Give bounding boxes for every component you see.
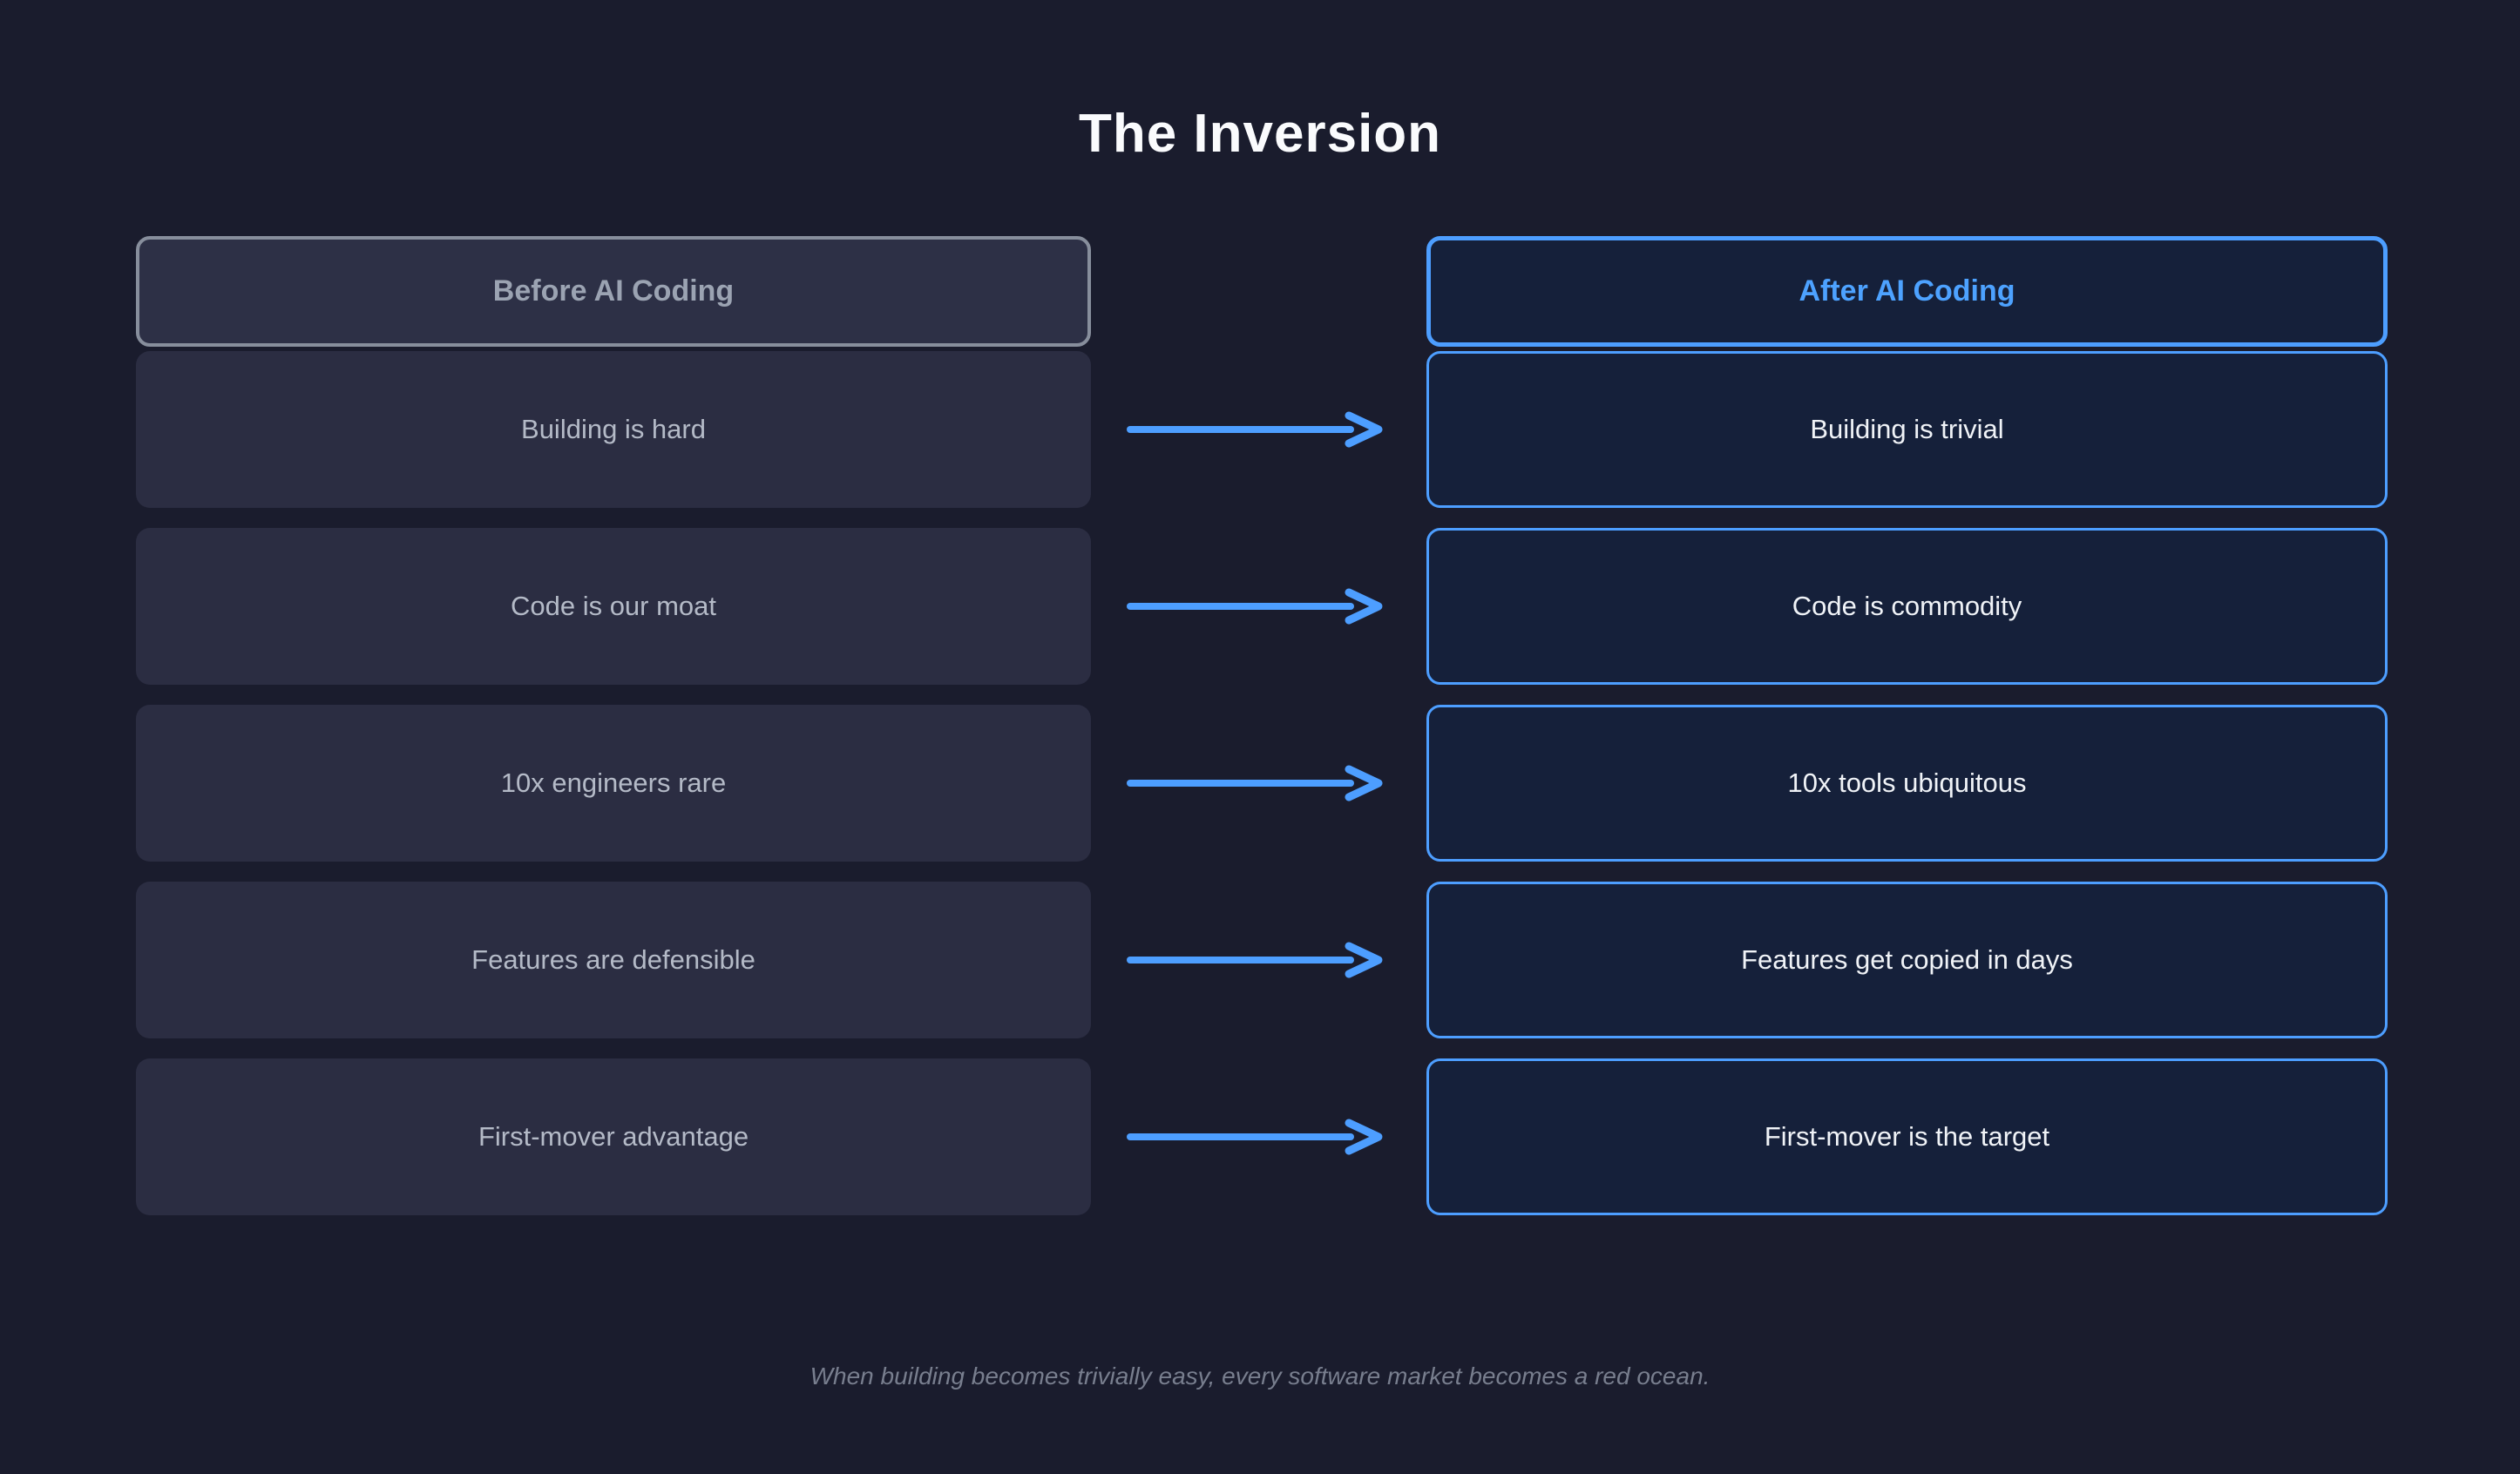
comparison-row: 10x engineers rare 10x tools ubiquitous <box>136 705 2388 862</box>
after-item: 10x tools ubiquitous <box>1426 705 2388 862</box>
right-arrow-icon <box>1126 942 1382 978</box>
comparison-grid: Before AI Coding After AI Coding Buildin… <box>136 236 2388 1235</box>
header-spacer <box>1091 236 1426 347</box>
header-row: Before AI Coding After AI Coding <box>136 236 2388 347</box>
footer-caption: When building becomes trivially easy, ev… <box>810 1362 1710 1389</box>
comparison-row: Features are defensible Features get cop… <box>136 882 2388 1038</box>
after-item: Code is commodity <box>1426 528 2388 685</box>
right-arrow-icon <box>1126 411 1382 448</box>
before-item: Building is hard <box>136 351 1091 508</box>
comparison-row: Code is our moat Code is commodity <box>136 528 2388 685</box>
right-arrow-icon <box>1126 1119 1382 1155</box>
comparison-row: Building is hard Building is trivial <box>136 351 2388 508</box>
before-item: Features are defensible <box>136 882 1091 1038</box>
after-item: Building is trivial <box>1426 351 2388 508</box>
before-item: 10x engineers rare <box>136 705 1091 862</box>
right-arrow-icon <box>1126 765 1382 801</box>
right-arrow-icon <box>1126 588 1382 625</box>
before-column-header: Before AI Coding <box>136 236 1091 347</box>
after-item: First-mover is the target <box>1426 1058 2388 1215</box>
after-column-header: After AI Coding <box>1426 236 2388 347</box>
after-item: Features get copied in days <box>1426 882 2388 1038</box>
before-item: Code is our moat <box>136 528 1091 685</box>
page-title: The Inversion <box>1078 104 1442 164</box>
comparison-row: First-mover advantage First-mover is the… <box>136 1058 2388 1215</box>
before-item: First-mover advantage <box>136 1058 1091 1215</box>
